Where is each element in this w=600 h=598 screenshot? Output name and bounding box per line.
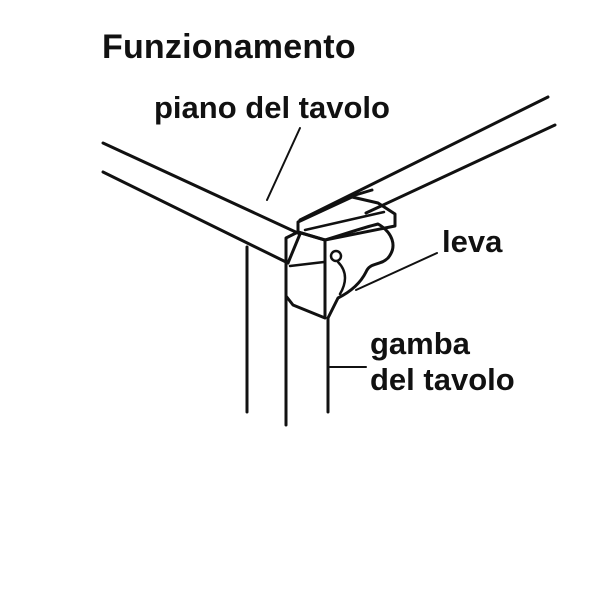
label-lever: leva	[442, 224, 503, 259]
table-top-left-rail	[101, 141, 302, 265]
diagram-title: Funzionamento	[102, 28, 356, 66]
leader-table-top	[266, 127, 301, 201]
pivot-icon	[329, 249, 343, 263]
label-table-leg-line1: gamba	[370, 326, 470, 361]
table-top-right-rail	[298, 95, 557, 222]
lever-bracket	[284, 195, 397, 320]
label-table-top: piano del tavolo	[154, 90, 390, 125]
label-table-leg: gamba del tavolo	[370, 326, 515, 398]
label-table-leg-line2: del tavolo	[370, 362, 515, 397]
leader-lines	[266, 127, 438, 368]
leader-lever	[355, 252, 438, 291]
